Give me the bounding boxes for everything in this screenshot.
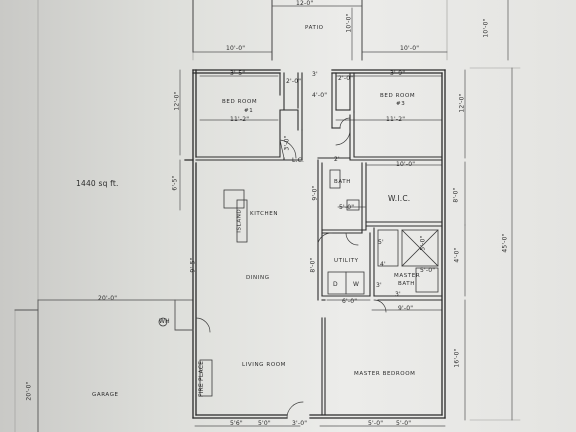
wic-width-dim: 10'-0" [396,161,416,168]
utility-label: UTILITY [334,258,359,264]
shower [401,229,439,267]
bed3-top-dim: 3'-9" [390,70,406,77]
master-bedroom-label: MASTER BEDROOM [354,371,416,377]
patio-left-dim: 10'-0" [226,45,246,52]
bed3-width-dim: 11'-2" [386,116,406,123]
bath-depth-dim: 9'-0" [311,185,319,201]
hall-door-2: 2' [334,156,340,163]
bath-fixture [346,199,360,211]
bottom-dim-b: 5'0" [258,420,271,427]
door-swing [339,117,351,129]
hall-door-dim: 3' [312,71,318,78]
door-swing [373,299,387,313]
bed3-height-dim: 12'-0" [458,93,466,113]
overall-depth-dim: 45'-0" [501,233,509,253]
bedroom3-number: #3 [396,101,406,107]
bed1-door-dim: 3'-0" [283,135,291,151]
utility-depth-dim: 8'-0" [309,257,317,273]
master-depth-dim: 16'-0" [453,348,461,368]
master-bath-dim-3: 5'-0" [420,267,436,274]
dining-label: DINING [246,275,270,281]
master-bath-width-dim: 9'-0" [398,305,414,312]
fireplace-label: FIRE PLACE [198,360,206,398]
wic-depth-dim: 8'-0" [452,187,460,203]
interior-wall [353,111,443,158]
utility-width-dim: 6'-0" [342,298,358,305]
water-heater [158,317,168,327]
master-bath-dim-4: 4' [380,261,386,268]
door-swing [317,232,333,244]
overall-top-dim: 10'-0" [482,18,490,38]
master-bath-label: MASTER [394,273,421,279]
door-swing [345,232,359,246]
island-label: ISLAND [236,208,243,233]
garage-label: GARAGE [92,392,119,398]
master-bath-dim-2: 4'-0" [453,247,461,263]
bottom-dim-d: 5'-0" [368,420,384,427]
garage-depth-dim: 20'-0" [25,381,33,401]
bedroom1-label: BED ROOM [222,99,258,105]
total-area-label: 1440 sq ft. [76,179,119,188]
kitchen-island [236,199,248,243]
hall-width-dim: 4'-0" [312,92,328,99]
fireplace [199,359,213,397]
water-heater-label: WH [159,318,170,325]
patio-depth-dim: 10'-0" [345,13,353,33]
patio-label: PATIO [305,25,324,31]
bottom-dim-e: 5'-0" [396,420,412,427]
tub [415,267,439,293]
left-side-dim: 6'-5" [171,175,179,191]
garage-wall [174,299,194,331]
master-bath-dim-5: 5' [378,239,384,246]
master-bath-dim-3b: 3' [376,282,382,289]
interior-wall [195,109,299,158]
counter [223,189,245,209]
dryer-label: D [333,281,338,288]
living-room-label: LIVING ROOM [242,362,287,368]
interior-wall [195,157,285,161]
master-bath-door: 3' [395,291,401,298]
bed1-height-dim: 12'-0" [173,91,181,111]
patio-width-dim: 12-0" [296,0,314,7]
master-bath-dim-1: 5'-0" [419,235,427,251]
bottom-dim-c: 3'-0" [292,420,308,427]
bottom-dim-a: 5'6" [230,420,243,427]
bath-fixture [329,169,341,189]
master-bath-label-2: BATH [398,281,416,287]
bed1-width-dim: 11'-2" [230,116,250,123]
bedroom3-label: BED ROOM [380,93,416,99]
exterior-wall [184,69,194,161]
bedroom1-number: #1 [244,108,254,114]
bath-width-dim: 5'-0" [339,204,355,211]
patio-right-dim: 10'-0" [400,45,420,52]
kitchen-label: KITCHEN [250,211,279,217]
closet3-dim: 2'-0" [338,75,354,82]
door-swing [279,139,285,159]
bed1-top-dim: 3'-5" [230,70,246,77]
garage-width-dim: 20'-0" [98,295,118,302]
closet1-dim: 2'-0" [286,78,302,85]
master-bath-vanity [377,229,399,267]
door-swing [335,129,351,146]
door-swing [286,401,304,419]
shower-line [401,229,439,267]
door-swing [195,317,211,333]
linen-closet-label: L.C. [292,157,305,164]
bath-label: BATH [334,179,352,185]
wic-label: W.I.C. [388,194,411,203]
kitchen-wall-dim: 9'-5" [189,257,197,273]
washer-label: W [353,281,360,288]
door-swing [279,139,297,159]
